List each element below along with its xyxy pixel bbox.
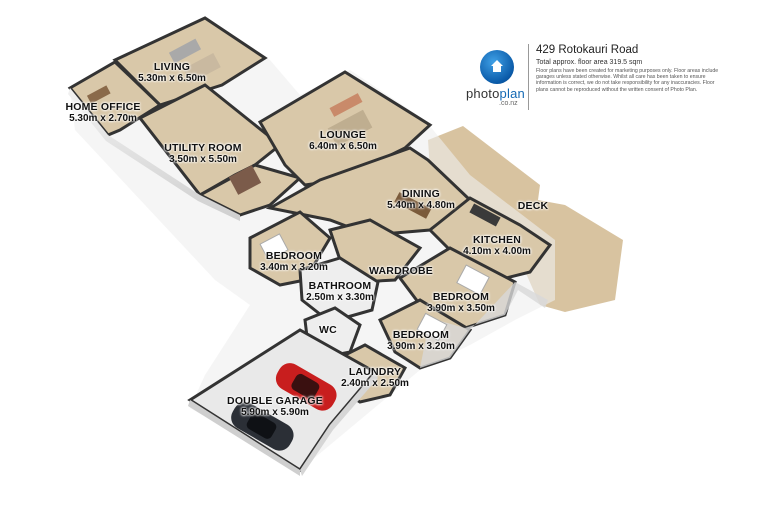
home-office-dims: 5.30m x 2.70m (69, 113, 137, 124)
bathroom-dims: 2.50m x 3.30m (306, 292, 374, 303)
bed-bedroom2 (456, 264, 490, 296)
logo-word-b: plan (499, 86, 525, 101)
house-icon (491, 60, 503, 72)
label-bedroom-3: BEDROOM 3.90m x 3.20m (387, 329, 455, 353)
label-kitchen: KITCHEN 4.10m x 4.00m (463, 234, 531, 258)
bedroom1-dims: 3.40m x 3.20m (260, 262, 328, 273)
desk-office (86, 85, 111, 104)
bedroom1-name: BEDROOM (265, 250, 323, 262)
rug-living (183, 52, 221, 84)
living-name: LIVING (153, 61, 191, 73)
label-bedroom-2: BEDROOM 3.90m x 3.50m (427, 291, 495, 315)
label-wc: WC (319, 325, 337, 336)
kitchen-name: KITCHEN (472, 234, 522, 246)
kitchen-dims: 4.10m x 4.00m (463, 246, 531, 257)
bathroom-name: BATHROOM (308, 280, 372, 292)
garage-dims: 5.90m x 5.90m (241, 407, 309, 418)
outer-wall-right (420, 282, 548, 368)
label-home-office: HOME OFFICE 5.30m x 2.70m (65, 101, 141, 125)
red-car (275, 363, 337, 411)
label-living: LIVING 5.30m x 6.50m (138, 61, 206, 85)
deck-name: DECK (517, 200, 549, 212)
header-divider (528, 44, 529, 110)
label-wardrobe: WARDROBE (369, 266, 433, 277)
outer-wall-left (68, 88, 240, 221)
label-utility-room: UTILITY ROOM 3.50m x 5.50m (164, 142, 242, 166)
bed-bedroom3 (416, 312, 448, 342)
garage-front-wall (188, 400, 300, 476)
dining-dims: 5.40m x 4.80m (387, 200, 455, 211)
plan-header: photoplan .co.nz 429 Rotokauri Road Tota… (466, 44, 726, 114)
kitchen-bench (469, 203, 501, 227)
bedroom2-name: BEDROOM (432, 291, 490, 303)
dining-table (394, 192, 432, 219)
label-bedroom-1: BEDROOM 3.40m x 3.20m (260, 250, 328, 274)
utility-name: UTILITY ROOM (164, 142, 242, 154)
laundry-name: LAUNDRY (348, 366, 402, 378)
label-dining: DINING 5.40m x 4.80m (387, 188, 455, 212)
bedroom3-name: BEDROOM (392, 329, 450, 341)
utility-dims: 3.50m x 5.50m (169, 154, 237, 165)
logo-word-a: photo (466, 86, 500, 101)
bed-bedroom1 (259, 233, 289, 261)
wardrobe-name: WARDROBE (368, 265, 434, 277)
dark-car (231, 402, 294, 451)
bedroom3-dims: 3.90m x 3.20m (387, 341, 455, 352)
sofa-living (168, 38, 202, 64)
bathroom-floor (298, 256, 380, 324)
disclaimer-text: Floor plans have been created for market… (536, 68, 719, 93)
sofa-lounge (329, 93, 363, 117)
rug-lounge (327, 109, 373, 147)
dining-name: DINING (402, 188, 440, 200)
property-address: 429 Rotokauri Road (536, 44, 639, 56)
label-bathroom: BATHROOM 2.50m x 3.30m (306, 280, 374, 304)
label-laundry: LAUNDRY 2.40m x 2.50m (341, 366, 409, 390)
garage-name: DOUBLE GARAGE (227, 395, 323, 407)
laundry-dims: 2.40m x 2.50m (341, 378, 409, 389)
bedroom2-dims: 3.90m x 3.50m (427, 303, 495, 314)
home-office-name: HOME OFFICE (65, 101, 141, 113)
living-dims: 5.30m x 6.50m (138, 73, 206, 84)
lounge-name: LOUNGE (319, 129, 367, 141)
lounge-dims: 6.40m x 6.50m (309, 141, 377, 152)
garage-side-wall (300, 372, 378, 476)
wc-name: WC (319, 324, 337, 336)
logo-wordmark: photoplan (466, 86, 525, 101)
label-lounge: LOUNGE 6.40m x 6.50m (309, 129, 377, 153)
bed-utility (228, 165, 262, 195)
floor-area: Total approx. floor area 319.5 sqm (536, 59, 643, 66)
label-deck: DECK (518, 201, 549, 212)
logo-domain: .co.nz (499, 100, 518, 107)
label-double-garage: DOUBLE GARAGE 5.90m x 5.90m (227, 395, 323, 419)
